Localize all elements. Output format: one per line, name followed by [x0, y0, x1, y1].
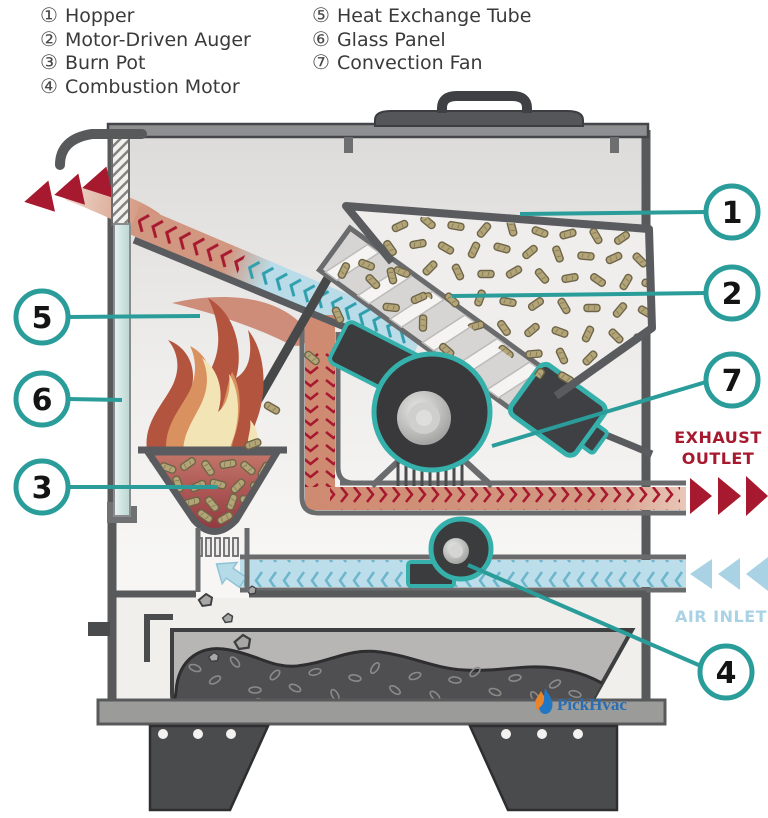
legend-item-combustion-motor: ④ Combustion Motor [40, 73, 251, 99]
legend-label-2: Motor-Driven Auger [64, 28, 251, 51]
legend-label-3: Burn Pot [64, 52, 146, 74]
leg-right [468, 724, 619, 812]
hot-flow-chevrons [132, 209, 246, 278]
logo-text: PickHvac [557, 695, 627, 714]
callout-line-4 [467, 563, 702, 668]
legend-label-6: Glass Panel [336, 28, 446, 51]
air-inlet-label: AIR INLET [675, 607, 767, 626]
lid-tab-left [344, 137, 353, 153]
callout-7-convection-fan: 7 [703, 351, 761, 409]
callout-1-hopper: 1 [703, 183, 761, 241]
heat-exit-arrows [24, 166, 114, 212]
ash-door-handle [88, 622, 110, 636]
callout-lines [67, 210, 707, 668]
legend-label-5: Heat Exchange Tube [336, 5, 532, 27]
brand-logo: PickHvac [535, 688, 627, 714]
hopper-interior [346, 206, 652, 396]
hopper-frame [342, 202, 656, 400]
legend-num-6: ⑥ [312, 26, 330, 51]
stove-base: PickHvac [96, 688, 667, 812]
lid-handle [437, 91, 532, 113]
logo-drop-icon [539, 688, 553, 714]
legend-num-1: ① [40, 3, 58, 27]
chimney-strip [111, 137, 130, 226]
auger-motor-cap [580, 423, 609, 455]
exhaust-outlet-label-line1: EXHAUST [674, 428, 761, 447]
legend-label-1: Hopper [64, 5, 135, 27]
leg-left [148, 724, 270, 812]
callout-line-5 [67, 314, 201, 319]
callout-2-auger: 2 [703, 264, 761, 322]
burn-pot-assembly [138, 298, 287, 592]
burn-pot-interior [148, 452, 277, 532]
callout-3-number: 3 [32, 471, 53, 506]
air-up-arrow [215, 561, 248, 589]
flames [146, 298, 264, 462]
legend-item-glass-panel: ⑥ Glass Panel [312, 26, 531, 52]
front-left-structure [55, 129, 147, 523]
callout-4-number: 4 [716, 656, 737, 691]
callout-6-number: 6 [32, 383, 53, 418]
burn-pot-wall [141, 448, 284, 535]
callout-markers: 1 2 7 4 5 6 3 [13, 183, 761, 701]
callout-line-2 [451, 291, 707, 298]
callout-2-number: 2 [722, 277, 743, 312]
legend-num-7: ⑦ [312, 50, 330, 74]
legend-label-4: Combustion Motor [64, 75, 240, 98]
callout-line-1 [519, 210, 707, 216]
legend-num-2: ② [40, 26, 58, 51]
legend-label-7: Convection Fan [336, 52, 483, 74]
combustion-motor [406, 516, 494, 588]
flame-heat-swoosh [172, 297, 308, 346]
legend-num-5: ⑤ [312, 3, 330, 27]
lid-tab-right [610, 137, 619, 153]
glass-panel [113, 223, 131, 517]
legend-num-4: ④ [40, 73, 58, 98]
legend-column-2: ⑤ Heat Exchange Tube ⑥ Glass Panel ⑦ Convec… [312, 4, 531, 75]
legend-num-3: ③ [40, 50, 58, 74]
exhaust-duct [299, 315, 686, 516]
callout-4-combustion-motor: 4 [697, 643, 755, 701]
callout-5-heat-exchange: 5 [13, 288, 71, 346]
legend-item-hopper: ① Hopper [40, 4, 251, 28]
callout-line-6 [67, 397, 123, 402]
callout-7-number: 7 [722, 364, 743, 399]
cool-flow-chevrons [241, 255, 421, 352]
callout-line-7 [491, 380, 707, 448]
exhaust-hood [55, 129, 147, 170]
legend-item-burn-pot: ③ Burn Pot [40, 51, 251, 75]
legend-item-convection-fan: ⑦ Convection Fan [312, 51, 531, 75]
callout-6-glass-panel: 6 [13, 370, 71, 428]
air-inlet-arrows [690, 557, 768, 591]
baseplate [96, 698, 667, 726]
exhaust-outlet-label-line2: OUTLET [682, 449, 755, 468]
glass-bracket [107, 502, 137, 523]
exhaust-outlet-arrows [690, 476, 768, 516]
legend-item-auger: ② Motor-Driven Auger [40, 26, 251, 52]
hopper-lid [374, 110, 584, 127]
ash-door-frame [144, 614, 173, 662]
callout-3-burn-pot: 3 [13, 458, 71, 516]
legend-item-heat-exchange: ⑤ Heat Exchange Tube [312, 4, 531, 28]
hopper-assembly [315, 202, 656, 458]
callout-1-number: 1 [722, 196, 743, 231]
convection-fan [328, 320, 495, 489]
callout-5-number: 5 [32, 301, 53, 336]
